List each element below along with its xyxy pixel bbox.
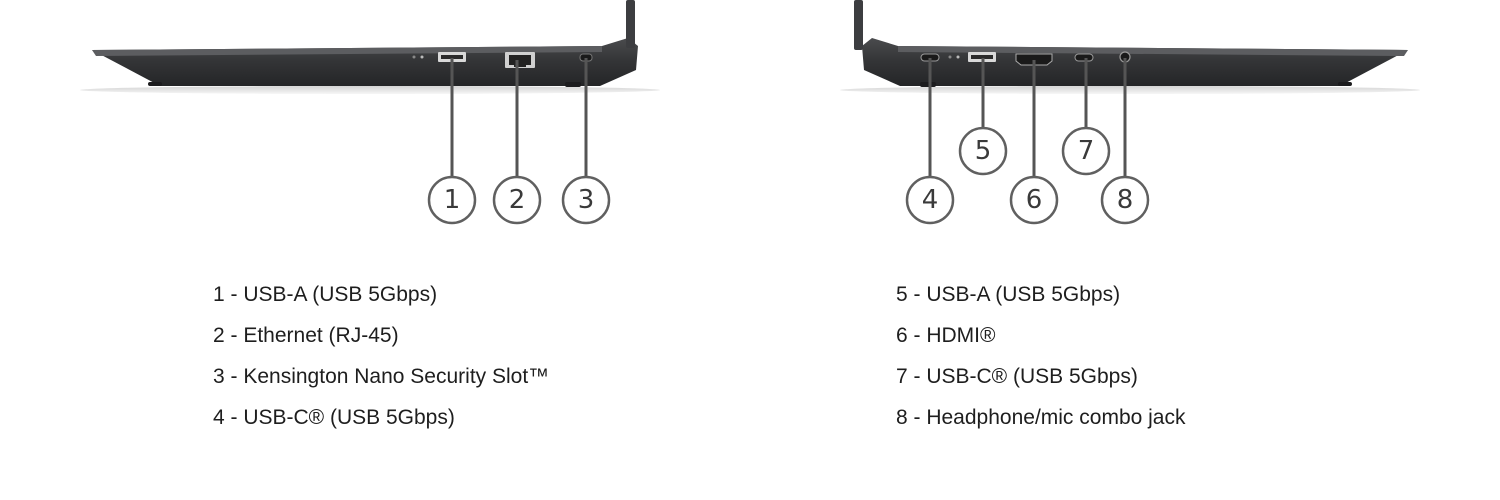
callout-circles	[427, 126, 1150, 225]
callout-number-5: 5	[975, 136, 992, 166]
legend-item-3: 3 - Kensington Nano Security Slot™	[213, 365, 550, 388]
legend-item-8: 8 - Headphone/mic combo jack	[896, 406, 1186, 429]
legend-item-1: 1 - USB-A (USB 5Gbps)	[213, 283, 438, 306]
usb-c-port-icon	[1074, 53, 1094, 62]
port-legend-left: 1 - USB-A (USB 5Gbps) 2 - Ethernet (RJ-4…	[213, 278, 549, 442]
callout-circle-6	[1009, 175, 1059, 225]
usb-a-port-icon	[968, 52, 996, 62]
lid-right	[854, 0, 863, 50]
legend-item-5: 5 - USB-A (USB 5Gbps)	[896, 283, 1121, 306]
callout-circle-5	[958, 126, 1008, 176]
legend-item-4: 4 - USB-C® (USB 5Gbps)	[213, 406, 455, 429]
callout-number-7: 7	[1078, 136, 1095, 166]
callout-circle-3	[561, 175, 611, 225]
legend-item-7: 7 - USB-C® (USB 5Gbps)	[896, 365, 1138, 388]
callout-number-2: 2	[509, 185, 526, 215]
hdmi-port-icon	[1015, 53, 1053, 66]
callout-circle-4	[905, 175, 955, 225]
laptop-left-side	[80, 0, 660, 94]
legend-item-2: 2 - Ethernet (RJ-45)	[213, 324, 399, 347]
usb-a-port-icon	[438, 52, 466, 62]
ports-diagram: 1 2 3 4 5 6 7 8	[80, 0, 1420, 225]
callout-circle-8	[1100, 175, 1150, 225]
callout-number-1: 1	[444, 185, 461, 215]
callout-number-8: 8	[1117, 185, 1134, 215]
ethernet-port-icon	[505, 52, 535, 68]
callout-circle-7	[1061, 126, 1111, 176]
port-legend-right: 5 - USB-A (USB 5Gbps) 6 - HDMI® 7 - USB-…	[896, 278, 1185, 442]
callout-circle-2	[492, 175, 542, 225]
callout-number-4: 4	[922, 185, 939, 215]
callout-lines	[450, 58, 1127, 176]
legend-item-6: 6 - HDMI®	[896, 324, 996, 347]
callout-circle-1	[427, 175, 477, 225]
callout-number-3: 3	[578, 185, 595, 215]
callout-number-6: 6	[1026, 185, 1043, 215]
laptop-right-side	[840, 0, 1420, 94]
lid-left	[626, 0, 635, 48]
